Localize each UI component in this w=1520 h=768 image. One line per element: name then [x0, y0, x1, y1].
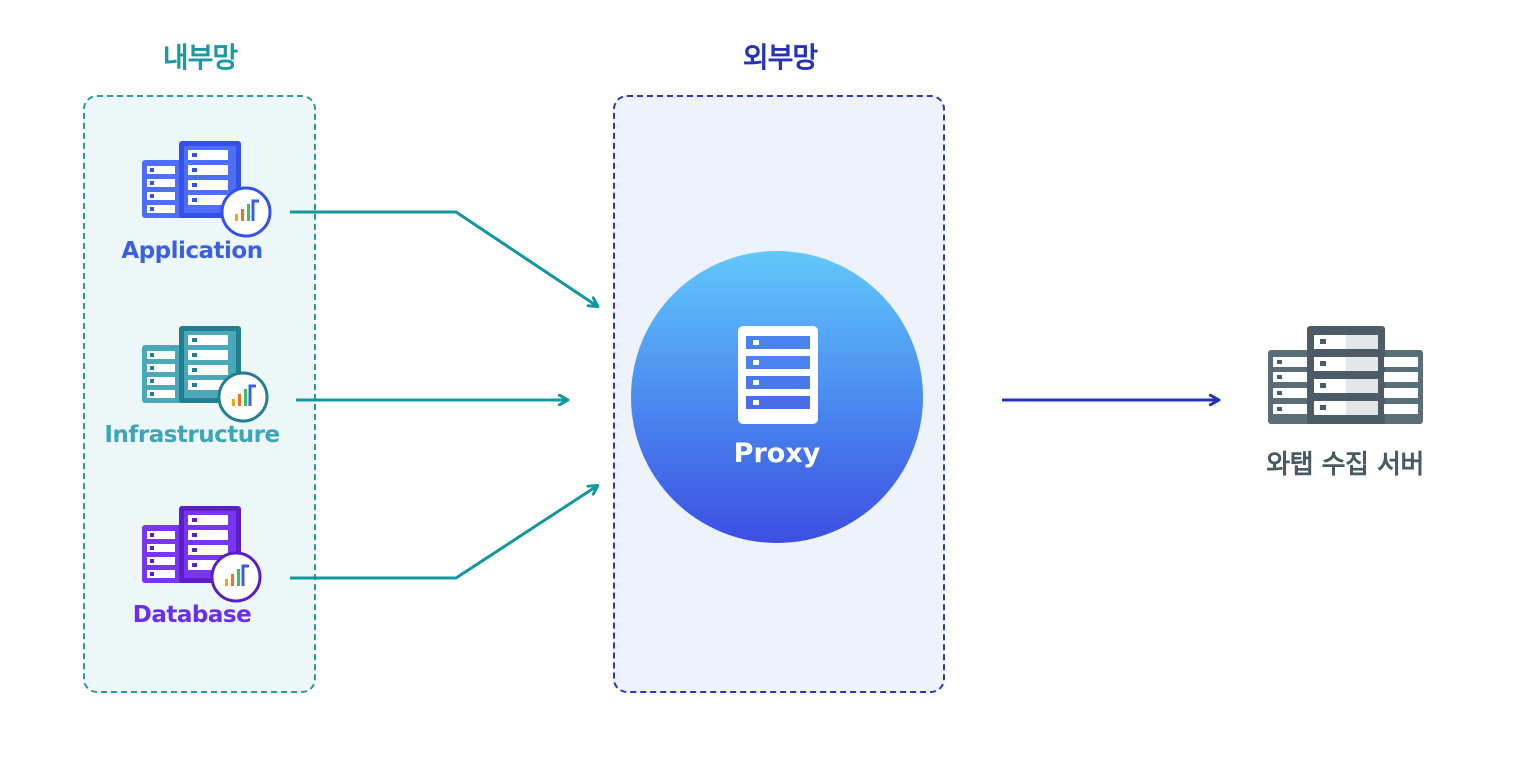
external-network-title: 외부망 [742, 41, 818, 74]
proxy-label: Proxy [733, 438, 821, 469]
arrow-database-to-proxy [290, 486, 597, 580]
database-label: Database [132, 602, 252, 628]
arrow-application-to-proxy [290, 210, 597, 306]
internal-network-title: 내부망 [162, 41, 238, 74]
collector-server-label: 와탭 수집 서버 [1266, 450, 1424, 480]
infrastructure-label: Infrastructure [104, 422, 280, 448]
database-server-icon [142, 506, 262, 603]
proxy-server-icon [738, 326, 818, 424]
application-server-icon [142, 141, 272, 238]
collector-server-icon [1268, 326, 1423, 424]
application-label: Application [121, 238, 263, 264]
infrastructure-server-icon [142, 326, 269, 423]
